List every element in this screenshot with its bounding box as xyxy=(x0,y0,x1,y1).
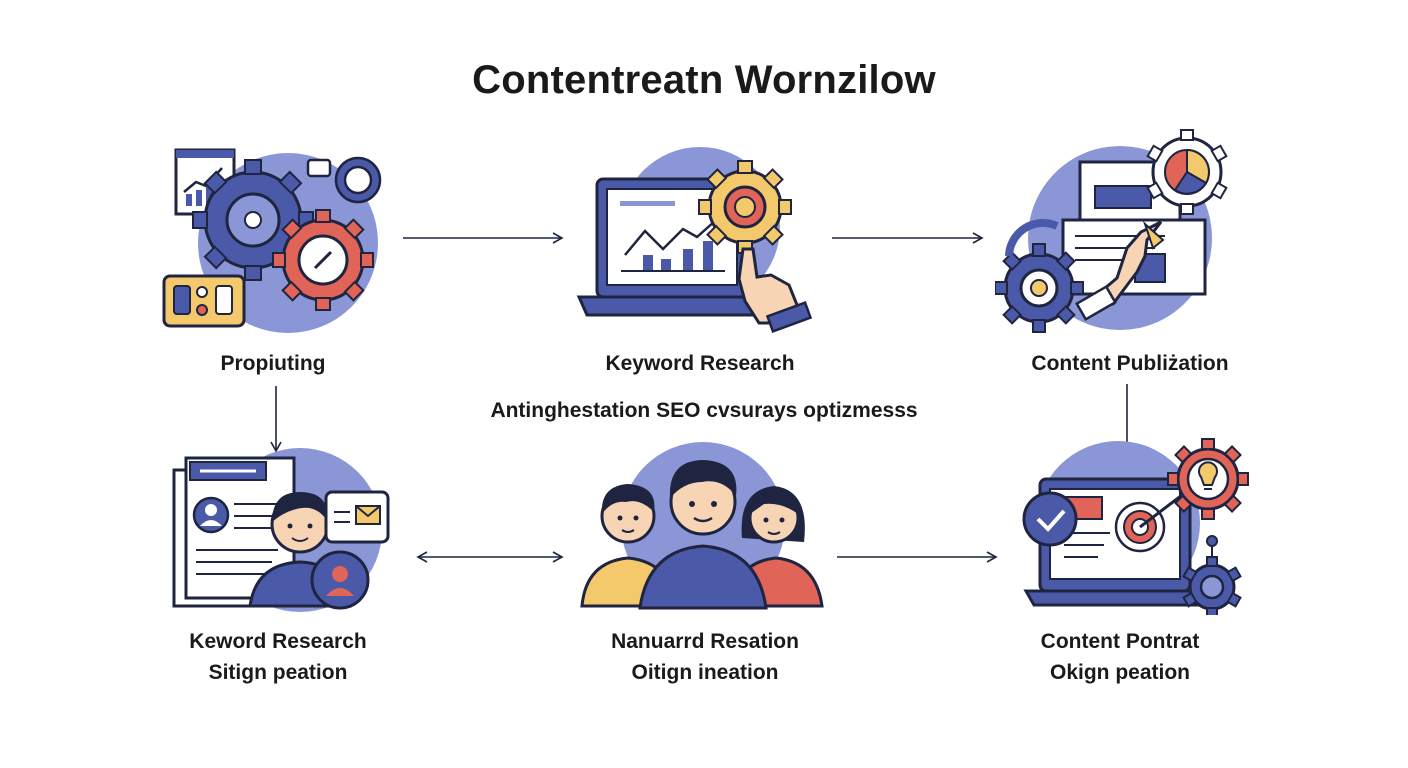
step-2-label-line: Keyword Research xyxy=(605,352,795,375)
profile-document-icon xyxy=(172,448,390,612)
team-people-icon xyxy=(580,442,824,610)
step-4-label-line-2: Sitign peation xyxy=(208,661,348,684)
step-6-label-line-2: Okign peation xyxy=(1049,661,1190,684)
step-5-label-line-2: Oitign ineation xyxy=(631,661,779,684)
diagram-title: Contentreatn Wornzilow xyxy=(472,58,936,102)
step-4-label: Keword Research Sitign peation xyxy=(138,626,418,688)
step-6-label: Content Pontrat Okign peation xyxy=(980,626,1260,688)
step-3-label: Content Publiżation xyxy=(990,348,1270,379)
step-1-label: Propiuting xyxy=(173,348,373,379)
laptop-target-icon xyxy=(1022,438,1249,615)
step-3-label-line: Content Publiżation xyxy=(1031,352,1229,375)
middle-annotation: Antinghestation SEO cvsurays optizmesss xyxy=(490,399,918,422)
step-5-label: Nanuarrd Resation Oitign ineation xyxy=(565,626,845,688)
step-4-label-line-1: Keword Research xyxy=(189,630,367,653)
step-1-label-line: Propiuting xyxy=(220,352,326,375)
step-5-label-line-1: Nanuarrd Resation xyxy=(611,630,799,653)
document-hand-gear-icon xyxy=(995,129,1228,333)
step-2-label: Keyword Research xyxy=(560,348,840,379)
step-6-label-line-1: Content Pontrat xyxy=(1040,630,1200,653)
gears-analytics-icon xyxy=(162,148,382,333)
laptop-chart-gear-icon xyxy=(576,147,813,333)
